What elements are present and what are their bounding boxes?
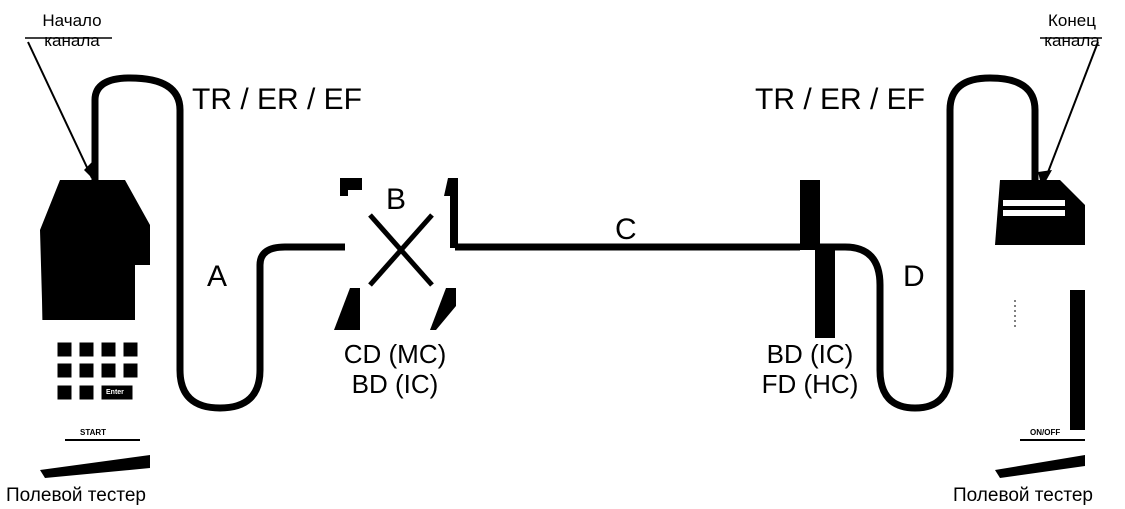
- left-tester-keypad: [57, 342, 138, 400]
- start-callout-line1: Начало: [42, 11, 102, 30]
- right-link-label: TR / ER / EF: [755, 83, 926, 116]
- right-tester-foot: [995, 455, 1085, 478]
- left-field-tester: [40, 180, 150, 478]
- left-node-line2: BD (IC): [351, 368, 439, 399]
- right-node-line1: BD (IC): [766, 339, 854, 369]
- segment-b-label: B: [386, 183, 407, 216]
- cross-connect-b: [334, 178, 458, 330]
- left-tester-caption: Полевой тестер: [6, 485, 146, 506]
- right-tester-caption: Полевой тестер: [953, 485, 1093, 506]
- end-callout-line2: канала: [1044, 31, 1100, 50]
- start-callout-line2: канала: [44, 31, 100, 50]
- end-callout-label: Конец канала: [1032, 12, 1112, 49]
- right-node-label: BD (IC) FD (HC): [745, 339, 875, 400]
- left-start-label: START: [80, 428, 107, 437]
- left-patch-cord: [91, 74, 345, 412]
- end-callout-line1: Конец: [1048, 11, 1096, 30]
- left-tester-foot: [40, 455, 150, 478]
- segment-a-label: A: [207, 260, 228, 293]
- right-patch-cord: [820, 74, 1039, 412]
- left-enter-key-label: Enter: [106, 389, 124, 396]
- segment-d-label: D: [903, 260, 925, 293]
- start-callout-pointer: [25, 37, 112, 184]
- left-link-label: TR / ER / EF: [192, 83, 363, 116]
- left-node-line1: CD (MC): [343, 339, 447, 369]
- right-node-line2: FD (HC): [761, 368, 859, 399]
- termination-block: [800, 180, 835, 338]
- segment-c-label: C: [615, 213, 637, 246]
- end-callout-pointer: [1038, 37, 1102, 188]
- left-node-label: CD (MC) BD (IC): [330, 339, 460, 400]
- start-callout-label: Начало канала: [27, 12, 117, 49]
- right-onoff-label: ON/OFF: [1030, 428, 1061, 437]
- right-field-tester: [995, 180, 1085, 478]
